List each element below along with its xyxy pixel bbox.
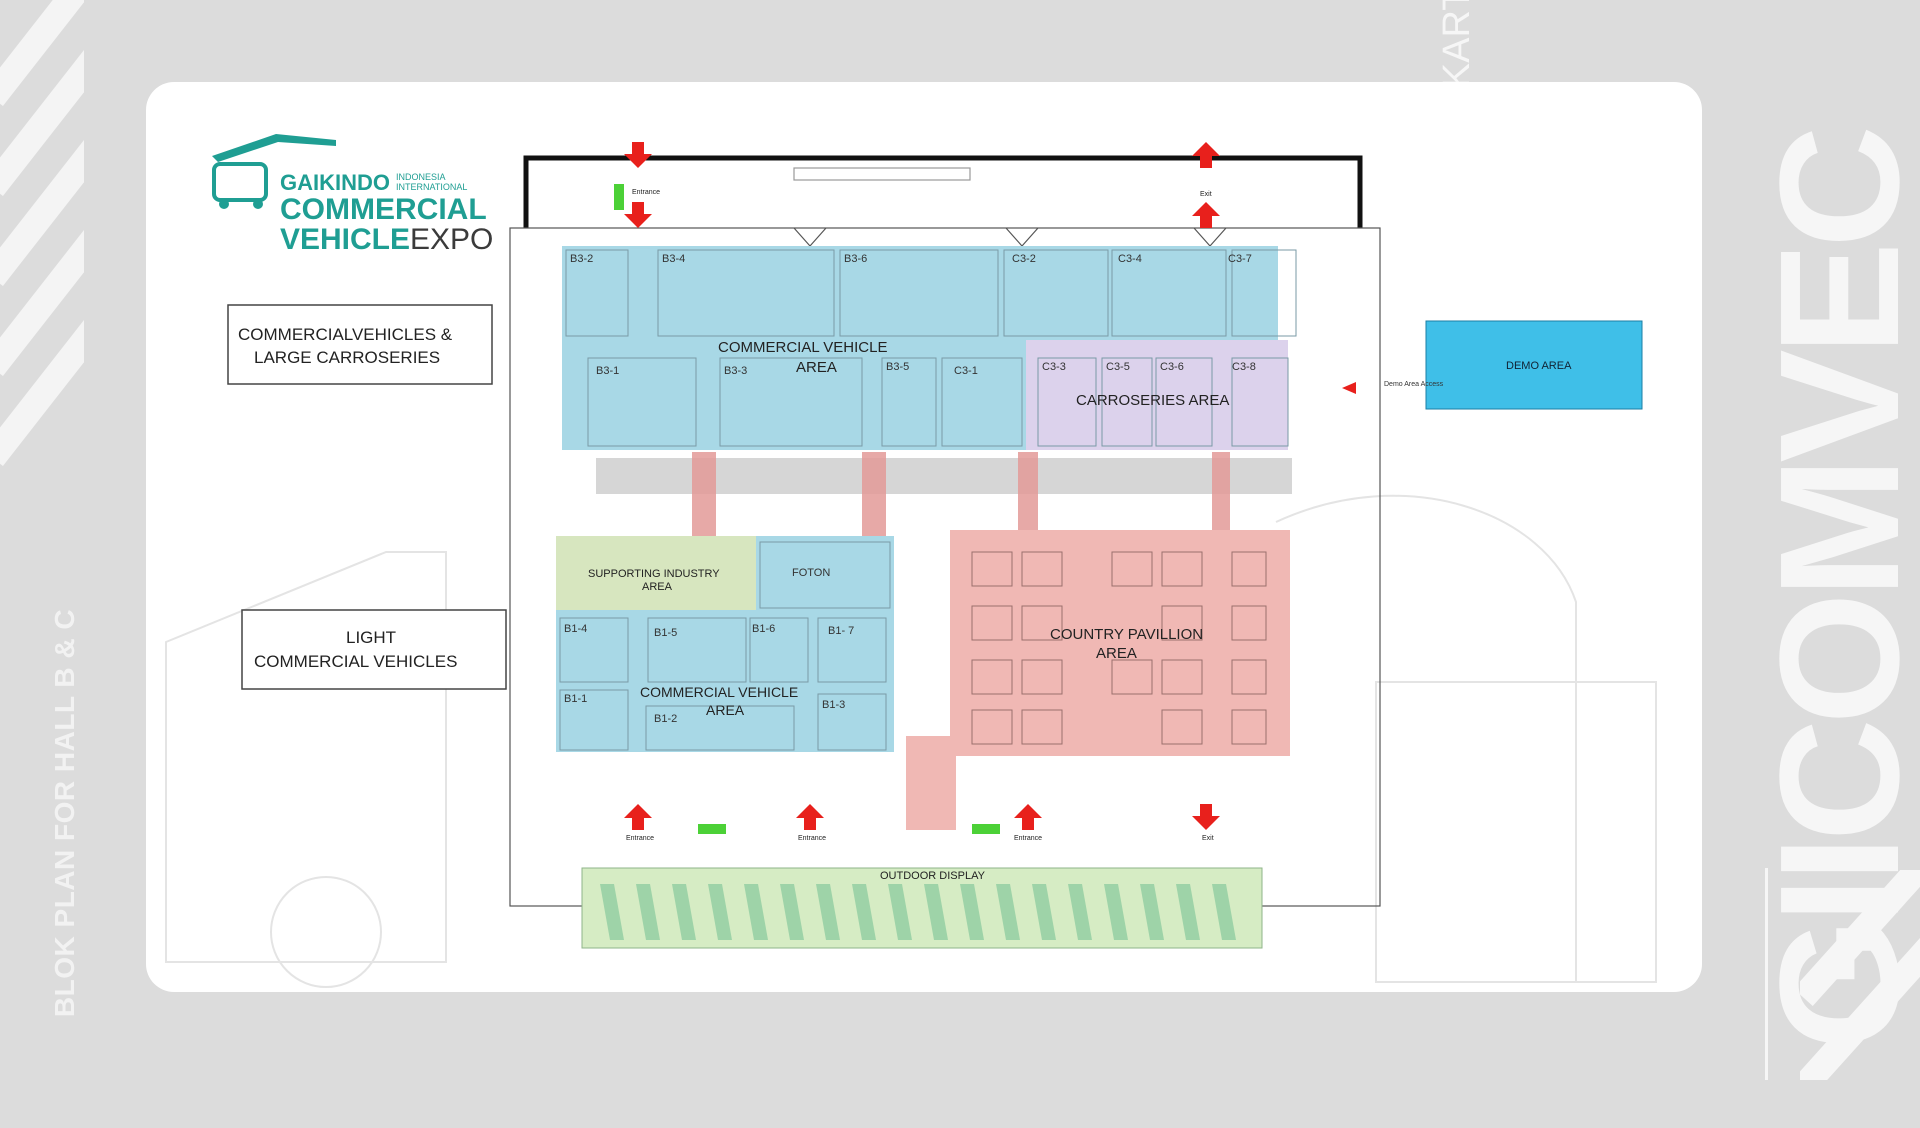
legend-large-line1: COMMERCIALVEHICLES & <box>238 325 453 344</box>
entrance-arrow-icon <box>796 804 824 830</box>
entrance-exit-markers <box>624 142 1220 830</box>
carroseries-label: CARROSERIES AREA <box>1076 392 1229 409</box>
demo-area-label: DEMO AREA <box>1506 360 1572 372</box>
booth-b3-4: B3-4 <box>662 253 685 265</box>
exit-arrow-icon <box>1192 202 1220 228</box>
background-vehicle-sketch <box>165 494 1657 988</box>
entrance-arrow-icon <box>624 142 652 168</box>
exit-label-bottom: Exit <box>1202 835 1214 842</box>
legend-light-line2: COMMERCIAL VEHICLES <box>254 652 457 671</box>
divider-line <box>1765 868 1768 1080</box>
booth-c3-8: C3-8 <box>1232 361 1256 373</box>
booth-c3-6: C3-6 <box>1160 361 1184 373</box>
registration-markers <box>614 184 1000 834</box>
demo-access-arrow-icon <box>1342 382 1356 394</box>
floor-plan-map: GAIKINDO INDONESIA INTERNATIONAL COMMERC… <box>165 134 1657 988</box>
country-pavilion-label-2: AREA <box>1096 645 1137 662</box>
supporting-label-1: SUPPORTING INDUSTRY <box>588 568 720 580</box>
cv-top-label-1: COMMERCIAL VEHICLE <box>718 339 887 356</box>
outdoor-display-label: OUTDOOR DISPLAY <box>880 870 986 882</box>
foton-label: FOTON <box>792 567 830 579</box>
floor-plan-card: GAIKINDO INDONESIA INTERNATIONAL COMMERC… <box>146 82 1702 992</box>
exit-label-top: Exit <box>1200 191 1212 198</box>
cv-bottom-label-2: AREA <box>706 702 745 718</box>
legend-light-line1: LIGHT <box>346 628 396 647</box>
booth-c3-3: C3-3 <box>1042 361 1066 373</box>
booth-b1-5: B1-5 <box>654 627 677 639</box>
cv-bottom-label-1: COMMERCIAL VEHICLE <box>640 684 798 700</box>
hall-plan-label: BLOK PLAN FOR HALL B & C <box>49 608 80 1018</box>
legend-light-vehicles: LIGHT COMMERCIAL VEHICLES <box>241 609 507 690</box>
supporting-label-2: AREA <box>642 581 673 593</box>
demo-access-label: Demo Area Access <box>1384 381 1444 388</box>
cv-top-label-2: AREA <box>796 359 837 376</box>
entrance-arrow-icon <box>624 804 652 830</box>
booth-c3-5: C3-5 <box>1106 361 1130 373</box>
logo-indonesia: INDONESIA <box>396 172 446 182</box>
booth-b3-1: B3-1 <box>596 365 619 377</box>
supporting-industry-area <box>556 536 756 610</box>
logo-expo: EXPO <box>410 223 493 256</box>
booth-b1-2: B1-2 <box>654 713 677 725</box>
country-pavilion-area: COUNTRY PAVILLION AREA <box>906 530 1290 830</box>
booth-b1-3: B1-3 <box>822 699 845 711</box>
exit-arrow-icon <box>1192 142 1220 168</box>
legend-large-vehicles: COMMERCIALVEHICLES & LARGE CARROSERIES <box>227 304 493 385</box>
cv-area-top: B3-2 B3-4 B3-6 C3-2 C3-4 C3-7 B3-1 B3-3 … <box>562 246 1297 450</box>
logo-commercial: COMMERCIAL <box>280 193 487 226</box>
booth-c3-2: C3-2 <box>1012 253 1036 265</box>
logo-gaikindo: GAIKINDO <box>280 170 390 195</box>
entrance-label-bottom-2: Entrance <box>798 835 826 842</box>
walkway <box>596 452 1292 538</box>
entrance-label-bottom-1: Entrance <box>626 835 654 842</box>
country-pavilion-label-1: COUNTRY PAVILLION <box>1050 626 1203 643</box>
booth-c3-4: C3-4 <box>1118 253 1142 265</box>
logo-international: INTERNATIONAL <box>396 182 467 192</box>
booth-b3-3: B3-3 <box>724 365 747 377</box>
exit-arrow-icon <box>1192 804 1220 830</box>
booth-c3-1: C3-1 <box>954 365 978 377</box>
cv-area-bottom: B1-4 B1-5 B1-6 B1- 7 B1-1 B1-2 B1-3 SUPP… <box>556 536 894 752</box>
legend-large-line2: LARGE CARROSERIES <box>254 348 440 367</box>
right-stripe-decoration <box>1800 870 1920 1080</box>
entrance-label-bottom-3: Entrance <box>1014 835 1042 842</box>
bus-icon <box>212 134 336 162</box>
booth-c3-7: C3-7 <box>1228 253 1252 265</box>
booth-b1-6: B1-6 <box>752 623 775 635</box>
booth-b1-4: B1-4 <box>564 623 587 635</box>
outdoor-display-area: OUTDOOR DISPLAY <box>581 867 1263 949</box>
booth-b3-6: B3-6 <box>844 253 867 265</box>
booth-b3-5: B3-5 <box>886 361 909 373</box>
logo-vehicle: VEHICLE <box>280 223 410 256</box>
expo-logo: GAIKINDO INDONESIA INTERNATIONAL COMMERC… <box>212 134 493 256</box>
entrance-label-top: Entrance <box>632 189 660 196</box>
booth-b1-1: B1-1 <box>564 693 587 705</box>
booth-b1-7: B1- 7 <box>828 625 854 637</box>
demo-area: DEMO AREA Demo Area Access <box>1342 320 1643 410</box>
entrance-arrow-icon <box>1014 804 1042 830</box>
booth-b3-2: B3-2 <box>570 253 593 265</box>
entrance-arrow-icon <box>624 202 652 228</box>
